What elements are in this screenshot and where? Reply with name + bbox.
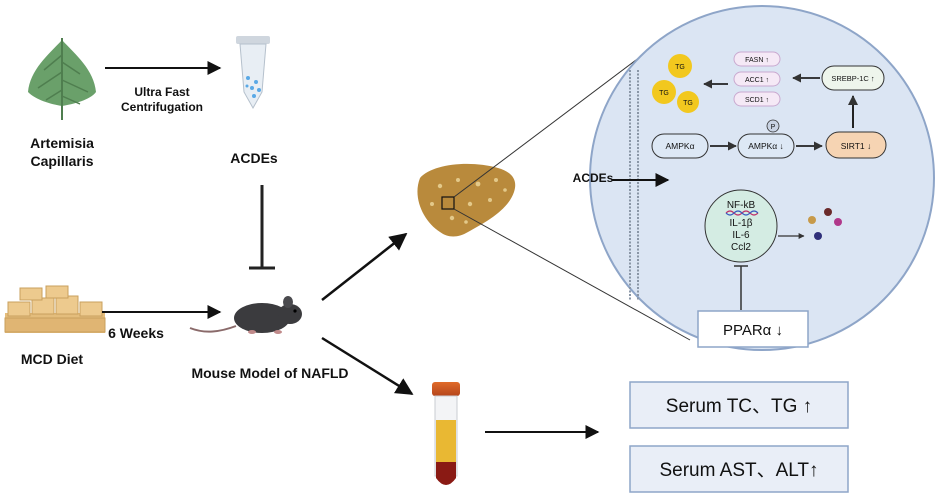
cytokine-dot [814,232,822,240]
diet-label: MCD Diet [21,351,84,367]
gene-box-acc1 [733,71,781,87]
gene-box-fasn [733,51,781,67]
inflammation-circle [704,189,778,263]
tg-circle [677,91,699,113]
inflam-nfkb: NF-kB [727,200,756,211]
model-label: Mouse Model of NAFLD [191,365,348,381]
gene-label-fasn: FASN ↑ [745,57,769,64]
serum-enzymes-label: Serum AST、ALT↑ [659,460,818,481]
serum-lipids-label: Serum TC、TG ↑ [666,396,812,417]
inflam-ccl2: Ccl2 [731,242,751,253]
ampk-box [651,133,709,159]
mouse-icon [189,296,302,334]
liver-icon [417,163,516,237]
blood-tube-icon [432,382,460,485]
phospho-label: P [771,124,776,131]
arrow-mouse-to-blood [321,336,414,396]
mcd-diet-icon [4,285,106,333]
zoom-line-bottom [453,208,691,341]
acdes-label: ACDEs [230,150,278,166]
ppar-box [697,310,809,348]
process-label-line2: Centrifugation [121,100,203,114]
inflam-il6: IL-6 [732,230,750,241]
ppar-label: PPARα ↓ [723,322,783,339]
srebp-box [821,65,885,91]
p-ampk-label: AMPKα ↓ [748,141,784,151]
cytokine-dot [808,216,816,224]
tg-circle [652,80,676,104]
arrow-mouse-to-liver [321,232,408,301]
gene-box-scd1 [733,91,781,107]
phospho-circle [766,119,780,133]
serum-enzymes-box [629,445,849,493]
gene-label-scd1: SCD1 ↑ [745,97,769,104]
cytokine-dots [808,208,842,240]
tg-label: TG [683,100,693,107]
artemisia-plant-icon [28,38,96,120]
inflam-il1b: IL-1β [730,218,753,229]
tg-label: TG [659,90,669,97]
duration-label: 6 Weeks [108,325,164,341]
sirt1-label: SIRT1 ↓ [841,141,872,151]
tg-label: TG [675,64,685,71]
serum-lipids-box [629,381,849,429]
cytokine-dot [824,208,832,216]
srebp-label: SREBP-1C ↑ [831,74,874,83]
ampk-label: AMPKα [665,141,694,151]
pathway-acdes-label: ACDEs [573,171,614,185]
zoom-line-top [453,41,661,198]
tg-circle [668,54,692,78]
sirt1-box [825,131,887,159]
process-label-line1: Ultra Fast [134,85,189,99]
plant-label-line1: Artemisia [30,135,94,151]
p-ampk-box [737,133,795,159]
cytokine-dot [834,218,842,226]
liver-zoom-box [441,196,455,210]
gene-label-acc1: ACC1 ↑ [745,77,769,84]
tg-cluster: TG TG TG [652,54,699,113]
plant-label-line2: Capillaris [30,153,93,169]
centrifuge-tube-icon [236,36,270,110]
